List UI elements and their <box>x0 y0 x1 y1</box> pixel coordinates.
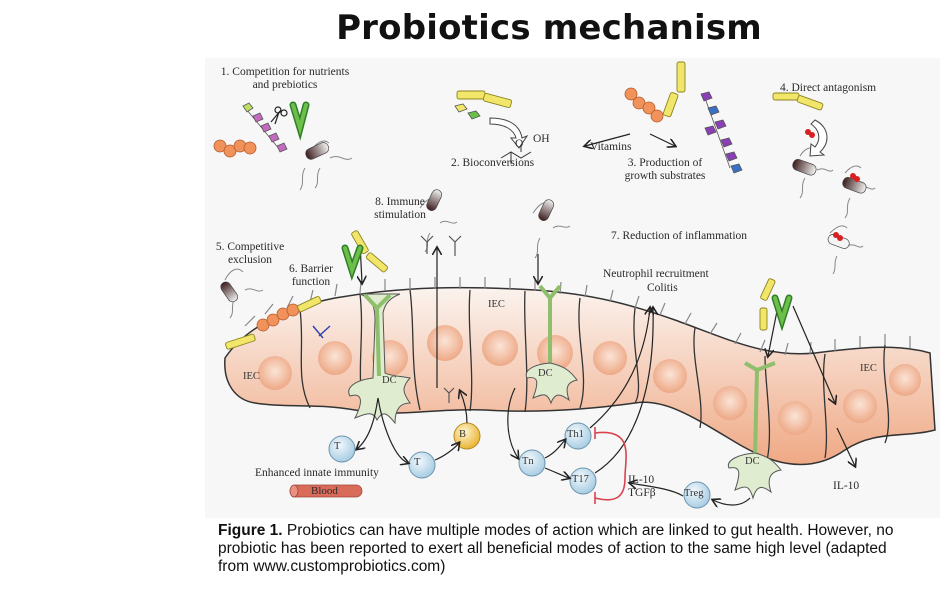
label-competition: 1. Competition for nutrients and prebiot… <box>205 66 365 92</box>
label-direct-antagonism: 4. Direct antagonism <box>780 82 877 94</box>
antibodies <box>420 235 462 403</box>
cell-t17: T17 <box>572 474 589 485</box>
label-growth-line2: growth substrates <box>624 170 706 182</box>
tight-junction-icon <box>312 325 331 339</box>
bifidobacteria-fill <box>291 103 791 327</box>
label-exclusion-line2: exclusion <box>227 254 273 266</box>
cell-iec-mid: IEC <box>488 299 505 310</box>
lactobacillus-rods <box>225 61 824 350</box>
page-title: Probiotics mechanism <box>336 8 762 48</box>
dendritic-cell-2 <box>525 284 578 405</box>
diagram-artwork <box>213 61 936 509</box>
label-bioconversions: 2. Bioconversions <box>451 157 535 169</box>
label-il10-right: IL-10 <box>833 480 860 492</box>
lymphocytes <box>328 422 711 509</box>
label-immune-line2: stimulation <box>374 209 426 221</box>
dendritic-cell-1 <box>348 293 411 425</box>
label-competitive-exclusion: 5. Competitive exclusion <box>215 241 285 267</box>
label-reduction-inflammation: 7. Reduction of inflammation <box>611 230 748 242</box>
figure-caption: Figure 1. Probiotics can have multiple m… <box>218 522 918 576</box>
cell-iec-right: IEC <box>860 363 877 374</box>
label-neutrophil: Neutrophil recruitment <box>603 268 709 280</box>
cell-dc-1: DC <box>382 375 397 386</box>
label-enhanced-immunity: Enhanced innate immunity <box>255 467 379 479</box>
cell-treg: Treg <box>684 488 704 499</box>
cell-iec-left: IEC <box>243 371 260 382</box>
dendritic-cell-3 <box>727 361 782 500</box>
label-barrier-line1: 6. Barrier <box>288 263 334 275</box>
caption-text: Probiotics can have multiple modes of ac… <box>218 522 894 575</box>
label-blood: Blood <box>311 485 338 497</box>
caption-label: Figure 1. <box>218 522 283 539</box>
inhibition-lines <box>594 427 627 504</box>
label-il10-tgf: IL-10 TGFβ <box>628 474 656 500</box>
label-growth-substrates: 3. Production of growth substrates <box>605 157 725 183</box>
label-barrier-function: 6. Barrier function <box>281 263 341 289</box>
pathogen-bodies <box>220 129 867 303</box>
cell-b: B <box>459 429 467 440</box>
cell-tn: Tn <box>522 456 534 467</box>
cell-t-1: T <box>334 441 341 452</box>
curved-arrows <box>489 117 828 157</box>
label-immune-line1: 8. Immune <box>375 196 425 208</box>
label-vitamins: Vitamins <box>590 141 632 153</box>
label-growth-line1: 3. Production of <box>627 157 703 169</box>
label-tgfb: TGFβ <box>628 487 656 499</box>
cell-dc-3: DC <box>745 456 760 467</box>
label-il10: IL-10 <box>628 474 655 486</box>
scissors-icon <box>270 106 288 125</box>
oligosaccharides <box>242 91 743 174</box>
chem-oh: OH <box>533 133 550 145</box>
blood-vessel-icon <box>289 484 363 498</box>
cell-t-2: T <box>414 457 421 468</box>
label-colitis: Colitis <box>647 282 678 294</box>
label-exclusion-line1: 5. Competitive <box>215 241 285 253</box>
label-competition-line2: and prebiotics <box>252 79 318 91</box>
cell-th1: Th1 <box>567 429 584 440</box>
probiotics-diagram: 1. Competition for nutrients and prebiot… <box>205 58 940 518</box>
label-barrier-line2: function <box>291 276 331 288</box>
chem-o: O <box>515 138 524 150</box>
cell-dc-2: DC <box>538 368 553 379</box>
chemical-structure <box>500 145 532 164</box>
label-immune-stimulation: 8. Immune stimulation <box>360 196 440 222</box>
label-competition-line1: 1. Competition for nutrients <box>220 66 350 78</box>
